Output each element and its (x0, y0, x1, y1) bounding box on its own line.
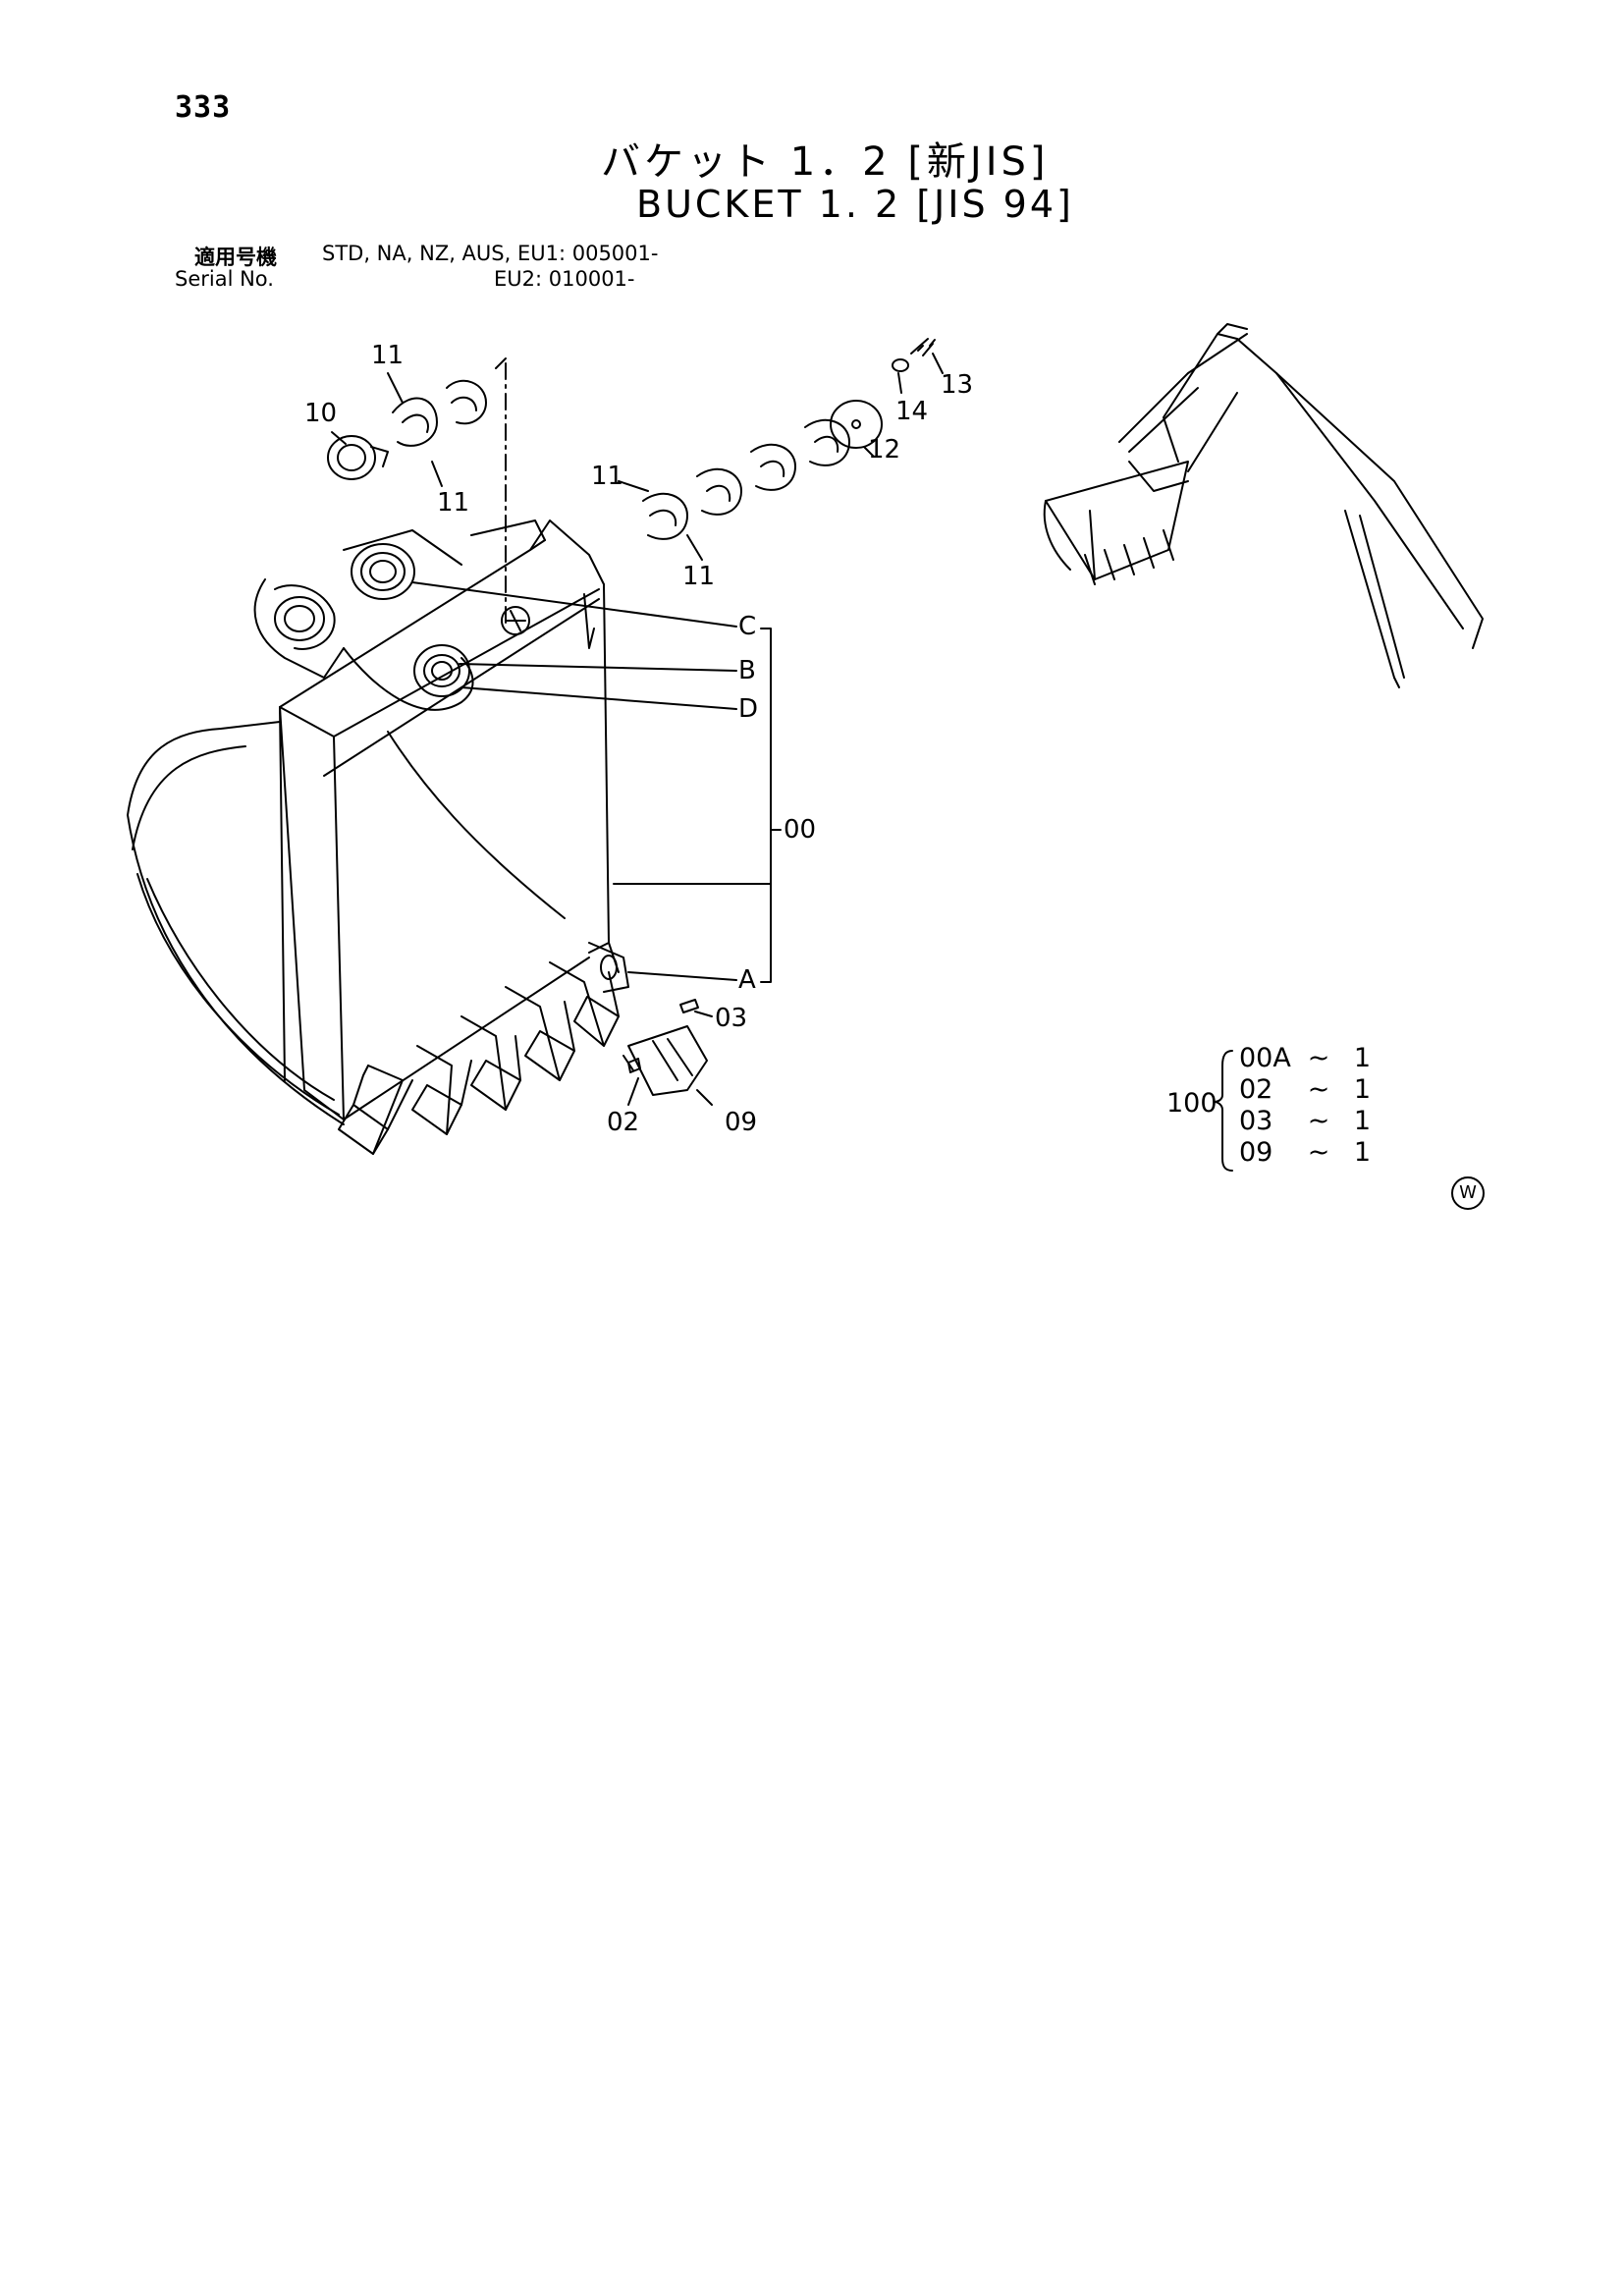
title-english: BUCKET 1. 2 [JIS 94] (636, 183, 1074, 226)
kit-qty: 1 (1353, 1106, 1371, 1136)
right-pin-parts (642, 338, 936, 540)
kit-tilde: ~ (1307, 1074, 1330, 1105)
left-pin-parts (327, 379, 487, 480)
callout-C: C (738, 612, 757, 641)
w-mark: W (1451, 1176, 1485, 1210)
excavator-diagram (1043, 323, 1484, 688)
callout-09: 09 (725, 1108, 758, 1137)
kit-code: 00A (1239, 1043, 1291, 1073)
kit-row: 03 ~1 (1239, 1106, 1377, 1136)
callout-D: D (738, 694, 759, 724)
callout-11-right-lower: 11 (682, 562, 716, 591)
kit-row: 09 ~1 (1239, 1137, 1377, 1168)
callout-11-lower: 11 (437, 488, 470, 518)
tooth-09-drawing (623, 999, 708, 1096)
bucket-teeth (338, 942, 629, 1155)
kit-code: 02 (1239, 1074, 1273, 1105)
callout-00: 00 (784, 815, 817, 845)
callout-03: 03 (715, 1004, 748, 1033)
serial-range-2: EU2: 010001- (494, 267, 635, 291)
kit-row: 00A ~1 (1239, 1043, 1377, 1073)
kit-tilde: ~ (1307, 1106, 1330, 1136)
callout-02: 02 (607, 1108, 640, 1137)
callout-13: 13 (941, 370, 974, 400)
kit-row: 02 ~1 (1239, 1074, 1377, 1105)
kit-qty: 1 (1353, 1043, 1371, 1073)
kit-qty: 1 (1353, 1137, 1371, 1168)
serial-label-english: Serial No. (175, 267, 274, 291)
callout-12: 12 (868, 435, 901, 465)
kit-tilde: ~ (1307, 1043, 1330, 1073)
callout-11-top: 11 (371, 341, 405, 370)
callout-A: A (738, 965, 756, 995)
callout-11-right-top: 11 (591, 462, 624, 491)
callout-B: B (738, 656, 756, 685)
title-japanese: バケット 1．2 [新JIS] (601, 139, 1050, 185)
kit-code: 09 (1239, 1137, 1273, 1168)
kit-tilde: ~ (1307, 1137, 1330, 1168)
callout-10: 10 (304, 399, 338, 428)
kit-number: 100 (1166, 1088, 1218, 1119)
kit-brace (1214, 1050, 1233, 1172)
leader-lines (331, 353, 944, 1106)
serial-label-japanese: 適用号機 (194, 246, 277, 269)
callout-14: 14 (895, 397, 929, 426)
kit-code: 03 (1239, 1106, 1273, 1136)
serial-range-1: STD, NA, NZ, AUS, EU1: 005001- (322, 242, 659, 265)
kit-qty: 1 (1353, 1074, 1371, 1105)
page-number: 333 (175, 90, 232, 125)
